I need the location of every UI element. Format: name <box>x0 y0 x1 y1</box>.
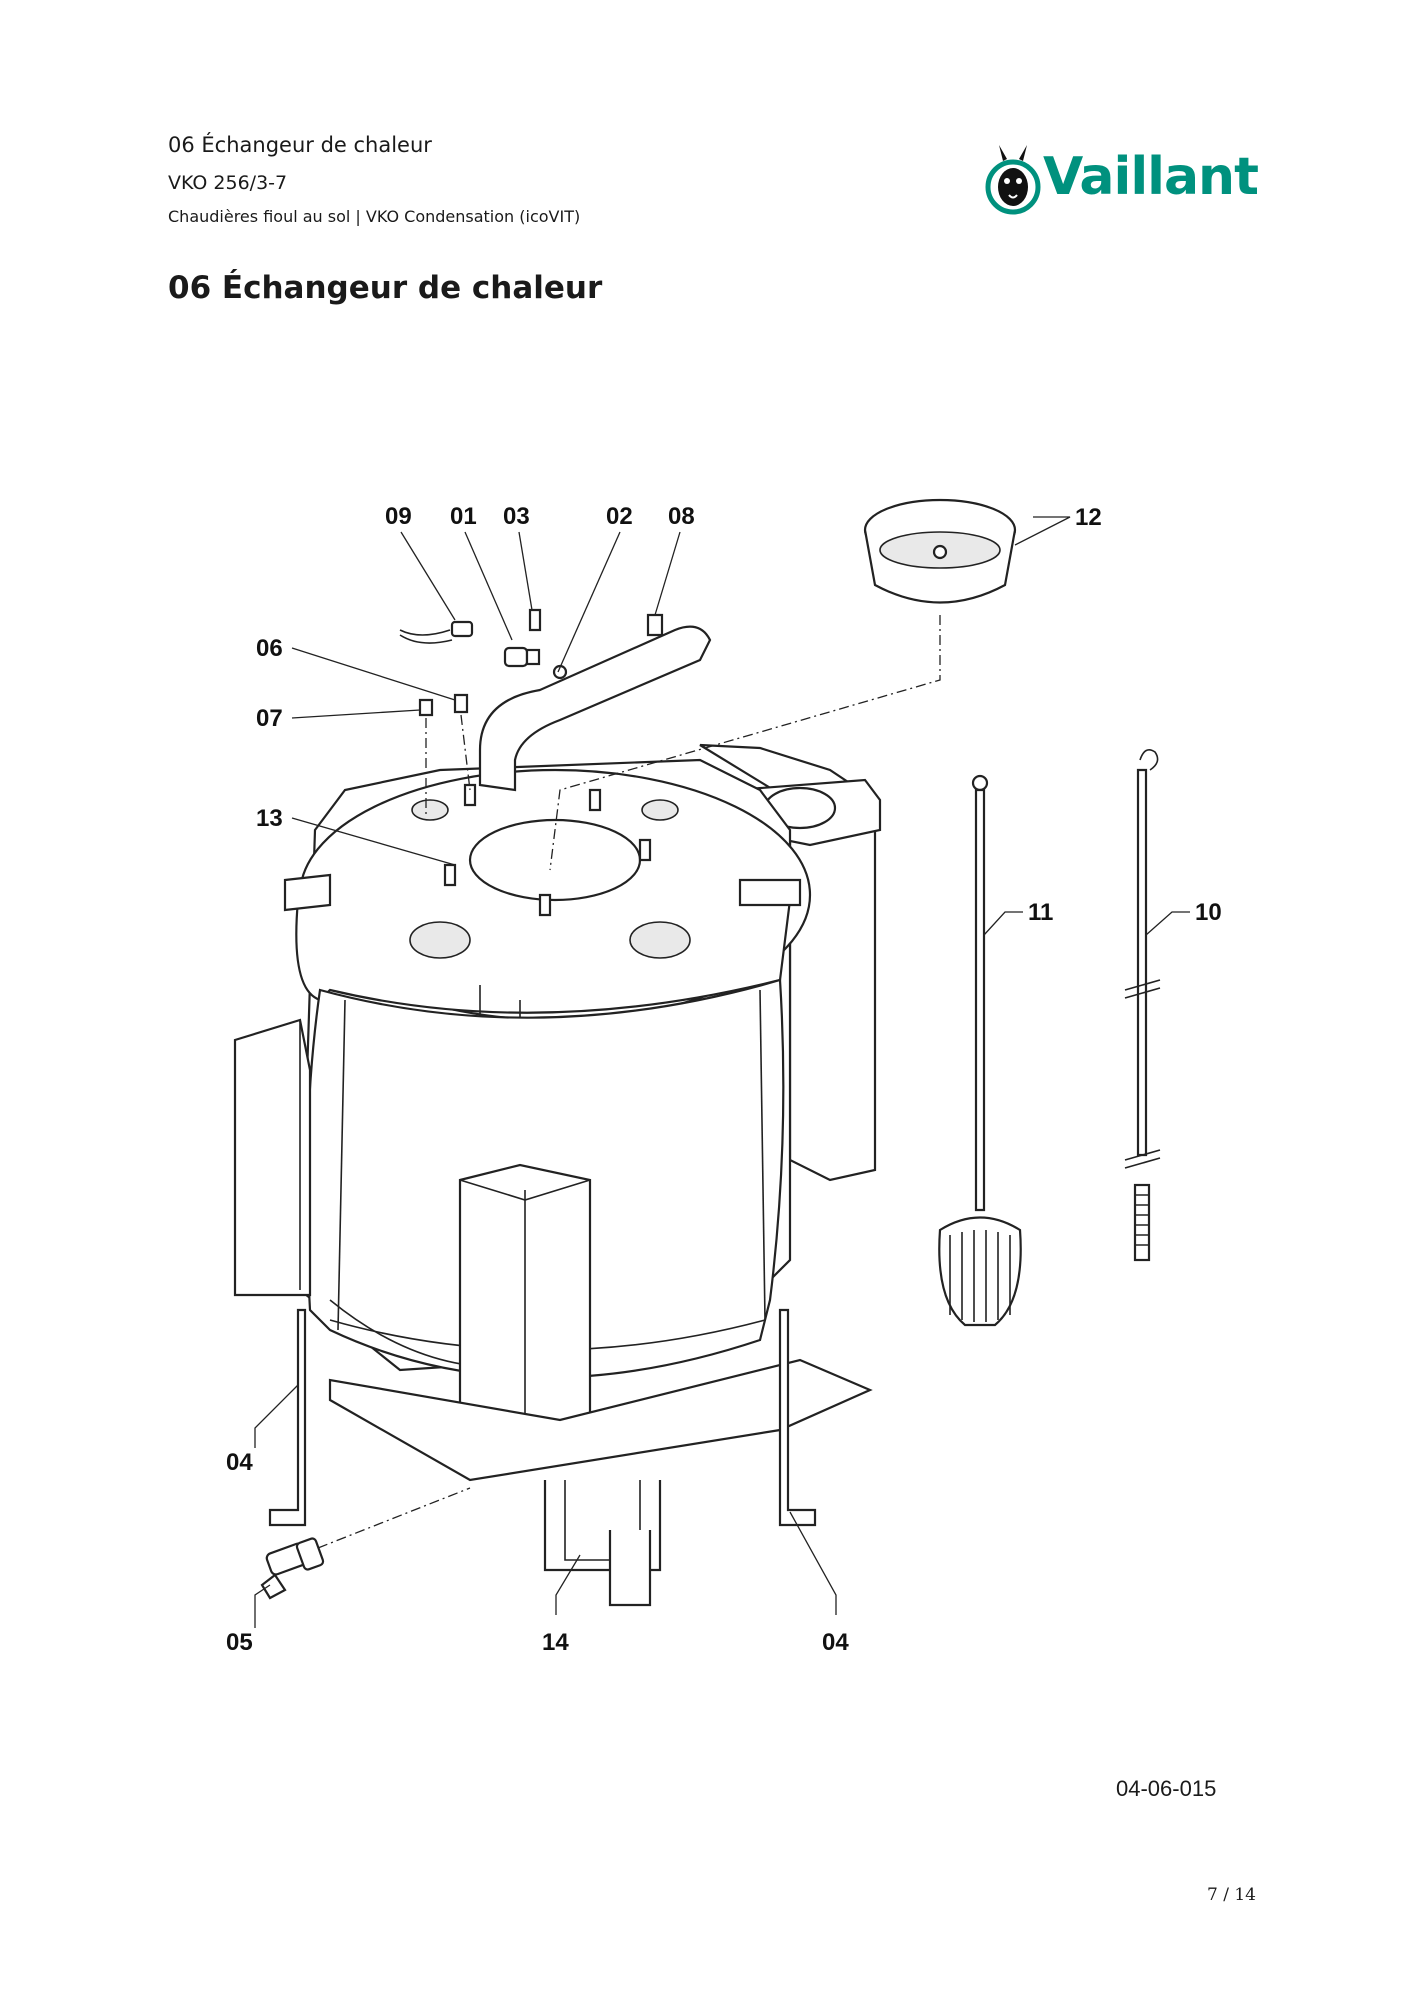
heat-exchanger-body <box>233 743 882 1607</box>
part-04-left-hook <box>268 1308 307 1527</box>
part-05-drain-valve <box>260 1537 325 1600</box>
callout-10: 10 <box>1195 899 1222 926</box>
header-model: VKO 256/3-7 <box>168 172 288 194</box>
callout-04-right: 04 <box>822 1629 849 1656</box>
part-11-brush <box>938 774 1022 1327</box>
callout-14: 14 <box>542 1629 569 1656</box>
callout-04-left: 04 <box>226 1449 253 1476</box>
callout-08: 08 <box>668 503 695 530</box>
callout-12: 12 <box>1075 504 1102 531</box>
flue-pipe <box>478 625 712 792</box>
callout-05: 05 <box>226 1629 253 1656</box>
brand-logo: Vaillant <box>985 143 1259 223</box>
callout-06: 06 <box>256 635 283 662</box>
part-04-right-hook <box>778 1308 817 1527</box>
callout-02: 02 <box>606 503 633 530</box>
header-category: Chaudières fioul au sol | VKO Condensati… <box>168 207 581 226</box>
hare-icon <box>985 145 1041 215</box>
callout-07: 07 <box>256 705 283 732</box>
header-section: 06 Échangeur de chaleur <box>168 133 432 157</box>
callout-13: 13 <box>256 805 283 832</box>
callout-11: 11 <box>1028 899 1053 926</box>
page-number: 7 / 14 <box>1207 1885 1256 1905</box>
brand-name: Vaillant <box>1043 147 1259 207</box>
callout-01: 01 <box>450 503 477 530</box>
callout-09: 09 <box>385 503 412 530</box>
drawing-code: 04-06-015 <box>1116 1776 1217 1801</box>
fittings-top <box>399 608 664 717</box>
callout-03: 03 <box>503 503 530 530</box>
page-title: 06 Échangeur de chaleur <box>168 270 603 306</box>
part-12-cap <box>863 498 1017 604</box>
leader-lines <box>254 516 1190 1628</box>
part-10-rod <box>1124 749 1161 1262</box>
